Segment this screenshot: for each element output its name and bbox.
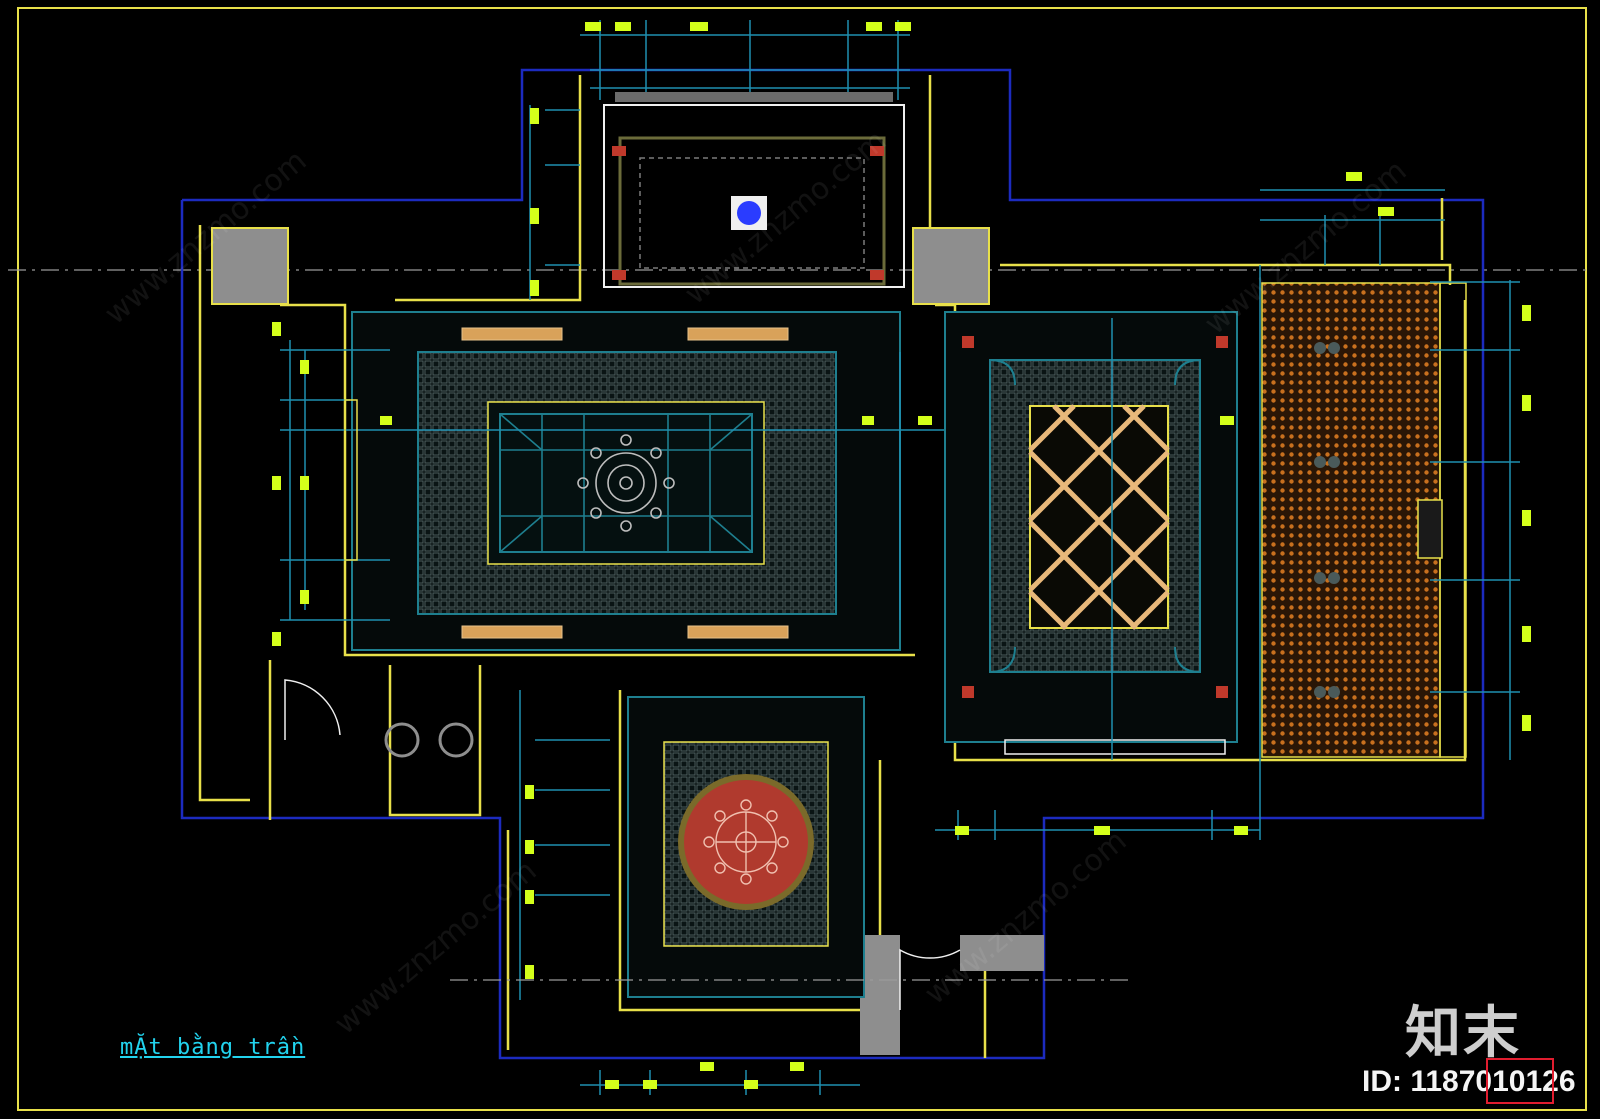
- kitchen-ceiling: [1260, 189, 1520, 760]
- sinks: [384, 722, 474, 758]
- wall-lines: [198, 75, 1467, 1058]
- column-bottom-b: [960, 935, 1044, 971]
- diamond-lattice: [1028, 404, 1170, 630]
- top-room: [529, 20, 910, 300]
- door-swings: [284, 679, 961, 1010]
- bottom-room-ceiling: [450, 690, 1130, 1095]
- sheet-number-box: [1486, 1058, 1554, 1104]
- building-outline: [180, 68, 1485, 1060]
- living-ceiling: [280, 311, 1230, 651]
- structural-columns: [211, 227, 1044, 1055]
- column-bottom-a: [860, 935, 900, 1055]
- drawing-title: mẶt bằng trần: [120, 1035, 306, 1060]
- drawing-id: ID: 1187010126: [1362, 1065, 1576, 1098]
- brand-logo: 知末: [1405, 1001, 1521, 1066]
- column-left: [211, 227, 289, 305]
- chandelier-main: [577, 434, 675, 532]
- dining-ceiling: [935, 265, 1261, 840]
- sheet-frame: [17, 7, 1587, 1111]
- column-center: [912, 227, 990, 305]
- dimension-tags: [272, 22, 1531, 1089]
